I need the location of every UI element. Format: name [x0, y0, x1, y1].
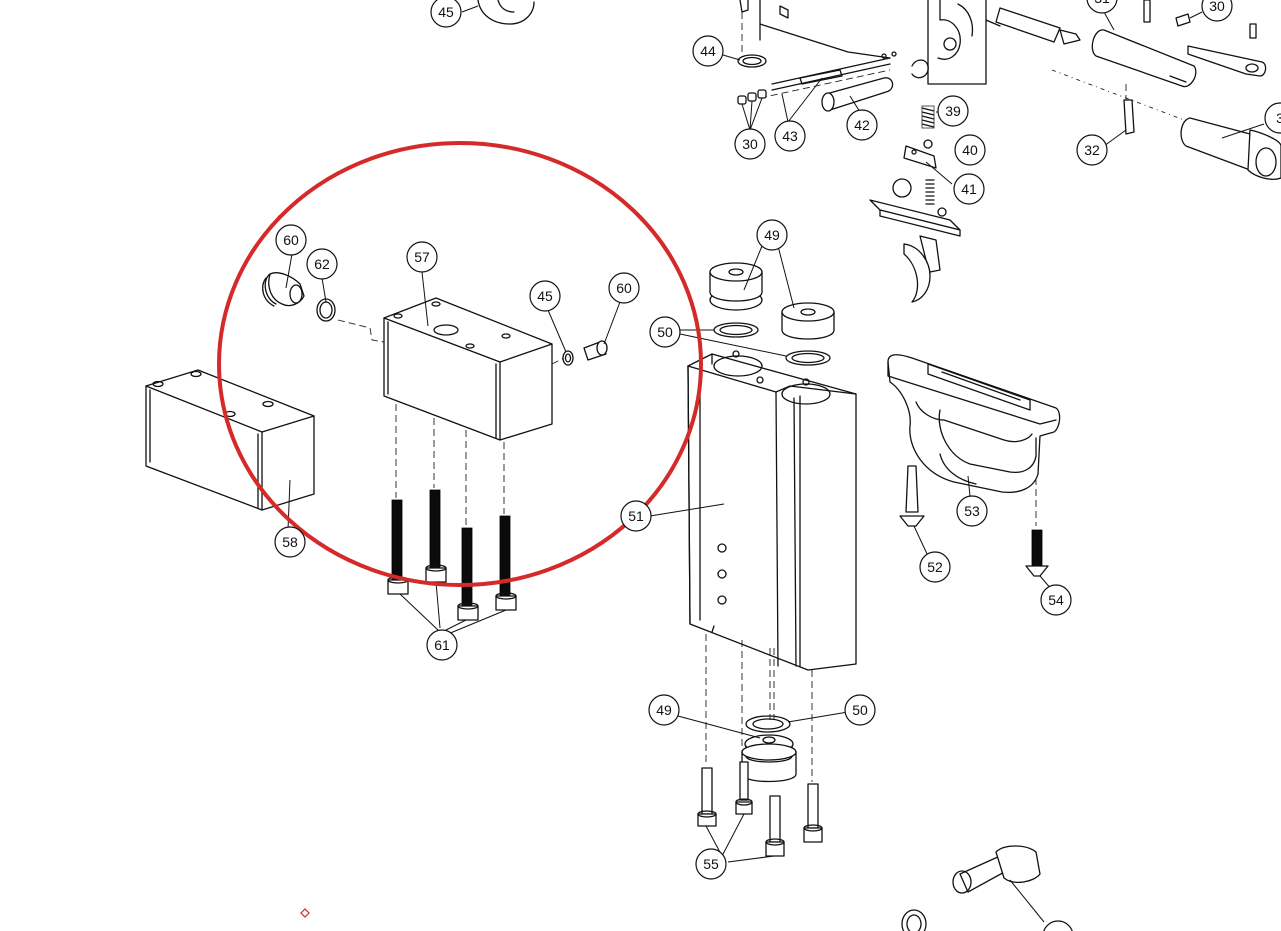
callout-label: 45: [537, 288, 553, 304]
callout-label: 60: [616, 280, 632, 296]
callout-30-left: 30: [734, 128, 766, 160]
callout-label: 55: [703, 856, 719, 872]
callout-62: 62: [306, 248, 338, 280]
highlight-ellipse: [217, 141, 703, 587]
part-50-lower-oring: [745, 711, 849, 733]
callout-39: 39: [937, 95, 969, 127]
callout-41: 41: [953, 173, 985, 205]
grip-lower-axes: [705, 634, 813, 782]
callout-55: 55: [695, 848, 727, 880]
callout-3: 3: [1264, 102, 1281, 134]
part-49-upper-caps: [709, 245, 835, 340]
callout-label: 57: [414, 249, 430, 265]
upper-frame-plate: [739, 0, 891, 59]
part-30-top-right: [1143, 0, 1257, 39]
callout-53: 53: [956, 495, 988, 527]
part-30-screws: [737, 89, 767, 131]
part-57-block: [337, 271, 565, 441]
part-55-screws: [697, 761, 823, 863]
callout-31: 31: [1086, 0, 1118, 14]
callout-40: 40: [954, 134, 986, 166]
callout-45-left: 45: [529, 280, 561, 312]
part-60-plug-left: [262, 253, 305, 307]
part-49-lower-cap: [677, 715, 797, 783]
callout-label: 61: [434, 637, 450, 653]
part-3-barrel: [1180, 117, 1281, 180]
part-32-pin: [1051, 69, 1201, 147]
part-54-screw: [1025, 529, 1053, 591]
callout-52: 52: [919, 551, 951, 583]
callout-61: 61: [426, 629, 458, 661]
callout-57: 57: [406, 241, 438, 273]
part-45-top: [461, 0, 535, 25]
callout-60-left: 60: [275, 224, 307, 256]
callout-partial-bottom: [1043, 920, 1073, 931]
part-61-screws: [387, 404, 517, 635]
callout-50-upper: 50: [649, 316, 681, 348]
callout-50-lower: 50: [844, 694, 876, 726]
callout-label: 49: [764, 227, 780, 243]
callout-label: 58: [282, 534, 298, 550]
callout-label: 54: [1048, 592, 1064, 608]
part-43-pins: [759, 51, 897, 123]
callout-label: 43: [782, 128, 798, 144]
callout-label: 51: [628, 508, 644, 524]
part-41-plate: [903, 145, 953, 185]
callout-label: 3: [1276, 110, 1281, 126]
callout-label: 42: [854, 117, 870, 133]
callout-label: 30: [1209, 0, 1225, 14]
part-51-grip-block: [649, 350, 857, 671]
callout-51: 51: [620, 500, 652, 532]
callout-42: 42: [846, 109, 878, 141]
part-62-oring: [316, 277, 336, 322]
part-42-pin: [821, 77, 894, 113]
callout-label: 39: [945, 103, 961, 119]
part-58-block: [145, 369, 315, 531]
callout-label: 45: [438, 4, 454, 20]
part-39-spring: [921, 105, 938, 129]
part-60-plug-right: [583, 301, 621, 361]
callout-label: 49: [656, 702, 672, 718]
callout-label: 50: [852, 702, 868, 718]
callout-label: 60: [283, 232, 299, 248]
callout-60-right: 60: [608, 272, 640, 304]
callout-58: 58: [274, 526, 306, 558]
callout-label: 50: [657, 324, 673, 340]
callout-label: 41: [961, 181, 977, 197]
bottom-nozzle: [952, 845, 1045, 923]
part-44-washer: [722, 54, 767, 68]
callout-label: 30: [742, 136, 758, 152]
part-52-screw: [899, 465, 929, 557]
callout-49-lower: 49: [648, 694, 680, 726]
callout-label: 53: [964, 503, 980, 519]
bottom-washer: [901, 909, 927, 931]
trigger-assembly: [869, 178, 961, 303]
part-40-ball: [923, 139, 933, 149]
callout-49-upper: 49: [756, 219, 788, 251]
callout-45-top: 45: [430, 0, 462, 28]
red-marker: [300, 908, 310, 918]
callout-label: 32: [1084, 142, 1100, 158]
part-53-trigger-guard: [887, 354, 1061, 526]
callout-32: 32: [1076, 134, 1108, 166]
callout-label: 31: [1094, 0, 1110, 6]
lever-arm: [1187, 45, 1267, 77]
callout-30-right: 30: [1201, 0, 1233, 22]
callout-label: 52: [927, 559, 943, 575]
receiver-block: [911, 0, 1001, 85]
callout-54: 54: [1040, 584, 1072, 616]
part-31-cylinder: [995, 7, 1197, 88]
part-45-nut: [547, 309, 574, 366]
callout-label: 62: [314, 256, 330, 272]
callout-label: 40: [962, 142, 978, 158]
callout-label: 44: [700, 43, 716, 59]
callout-44: 44: [692, 35, 724, 67]
callout-43: 43: [774, 120, 806, 152]
